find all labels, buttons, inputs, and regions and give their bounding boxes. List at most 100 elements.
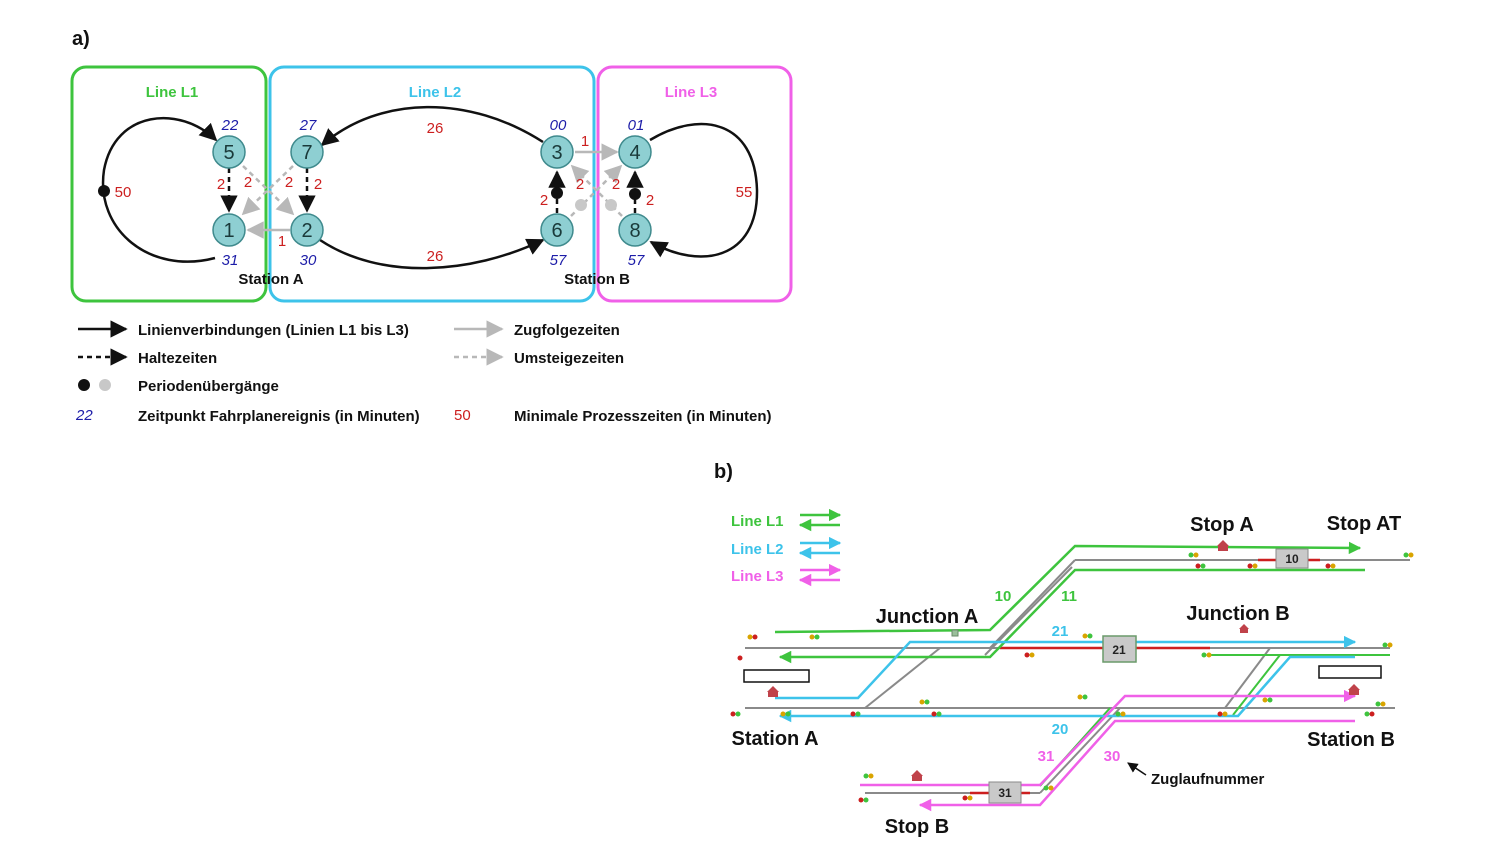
edge-loop-l3: [649, 122, 759, 258]
node-8: 8: [618, 213, 652, 247]
time-node-6: 57: [550, 252, 567, 269]
legend-process-time-sample: 50: [454, 407, 471, 424]
weight-loop-l3: 55: [736, 184, 753, 201]
node-5: 5: [212, 135, 246, 169]
edge-top-l2: [320, 105, 544, 147]
station-a-label: Station A: [238, 271, 303, 288]
annotation-arrow: [1127, 762, 1147, 776]
panel-b: b) Line L1 Line L2 Line L3: [714, 461, 1414, 838]
platform-station-a: [743, 669, 810, 683]
node-1-id: 1: [223, 220, 234, 242]
time-node-7: 27: [299, 117, 317, 134]
weight-headway-2-1: 1: [278, 233, 286, 250]
station-b-label: Station B: [564, 271, 630, 288]
line-l3-box: [596, 65, 793, 303]
node-3-id: 3: [551, 142, 562, 164]
time-node-2: 30: [300, 252, 317, 269]
period-transition-8-4: [629, 188, 641, 200]
transfer-7-1: [241, 165, 294, 216]
line-l3-title: Line L3: [665, 84, 718, 101]
legend-line-connections: Linienverbindungen (Linien L1 bis L3): [138, 322, 409, 339]
block-10: 10: [1275, 548, 1309, 569]
legend-b-line-l3: Line L3: [731, 568, 784, 585]
legend-transfer-times: Umsteigezeiten: [514, 350, 624, 367]
period-transition-8-3: [605, 199, 617, 211]
junction-a-marker: [951, 629, 959, 637]
line-l1-box: [70, 65, 268, 303]
node-7: 7: [290, 135, 324, 169]
weight-transfer-b-right: 2: [612, 176, 620, 193]
weight-transfer-b-left: 2: [576, 176, 584, 193]
time-node-3: 00: [550, 117, 567, 134]
node-4-id: 4: [629, 142, 640, 164]
period-transition-6-3: [551, 187, 563, 199]
block-21: 21: [1102, 635, 1137, 663]
node-8-id: 8: [629, 220, 640, 242]
node-5-id: 5: [223, 142, 234, 164]
weight-dwell-6-3: 2: [540, 192, 548, 209]
weight-transfer-a-left: 2: [244, 174, 252, 191]
legend-b-line-l2: Line L2: [731, 541, 784, 558]
train-number-20: 20: [1052, 721, 1069, 738]
legend-dwell-times: Haltezeiten: [138, 350, 217, 367]
signal-icons: [730, 552, 1414, 803]
route-l1-outbound: [774, 541, 1362, 634]
legend-period-black: [78, 379, 90, 391]
platform-station-b: [1318, 665, 1382, 679]
panel-b-label: b): [714, 461, 733, 483]
train-number-10: 10: [995, 588, 1012, 605]
time-node-4: 01: [628, 117, 645, 134]
legend-event-time-sample: 22: [75, 407, 93, 424]
label-junction-b: Junction B: [1186, 603, 1289, 625]
label-stop-b: Stop B: [885, 816, 949, 838]
node-6: 6: [540, 213, 574, 247]
line-l2-box: [268, 65, 596, 303]
weight-dwell-5-1: 2: [217, 176, 225, 193]
label-stop-a: Stop A: [1190, 514, 1254, 536]
weight-transfer-a-right: 2: [285, 174, 293, 191]
weight-top-l2: 26: [427, 120, 444, 137]
legend-a: Linienverbindungen (Linien L1 bis L3) Ha…: [75, 320, 772, 425]
period-transition-l1: [98, 185, 110, 197]
block-31-label: 31: [998, 786, 1012, 800]
node-4: 4: [618, 135, 652, 169]
block-31: 31: [988, 781, 1022, 804]
route-l2-inbound: [778, 655, 1355, 723]
edge-bottom-l2: [319, 238, 545, 270]
panel-a-label: a): [72, 28, 90, 50]
block-21-label: 21: [1112, 643, 1126, 657]
weight-loop-l1: 50: [115, 184, 132, 201]
train-number-31: 31: [1038, 748, 1055, 765]
legend-headway-times: Zugfolgezeiten: [514, 322, 620, 339]
weight-bottom-l2: 26: [427, 248, 444, 265]
line-l2-title: Line L2: [409, 84, 462, 101]
weight-headway-3-4: 1: [581, 133, 589, 150]
train-number-21: 21: [1052, 623, 1069, 640]
block-10-label: 10: [1285, 552, 1299, 566]
time-node-1: 31: [222, 252, 239, 269]
node-7-id: 7: [301, 142, 312, 164]
legend-event-time: Zeitpunkt Fahrplanereignis (in Minuten): [138, 408, 420, 425]
edge-loop-l1: [101, 116, 218, 263]
node-6-id: 6: [551, 220, 562, 242]
time-node-8: 57: [628, 252, 645, 269]
label-junction-a: Junction A: [876, 606, 979, 628]
route-l3-inbound: [918, 719, 1355, 812]
label-station-a: Station A: [731, 728, 818, 750]
time-node-5: 22: [221, 117, 239, 134]
label-station-b: Station B: [1307, 729, 1395, 751]
weight-dwell-7-2: 2: [314, 176, 322, 193]
train-number-30: 30: [1104, 748, 1121, 765]
route-l1-inbound: [778, 568, 1365, 664]
train-number-11: 11: [1061, 588, 1077, 605]
legend-period-transitions: Periodenübergänge: [138, 378, 279, 395]
period-transition-6-4: [575, 199, 587, 211]
legend-period-grey: [99, 379, 111, 391]
weight-dwell-8-4: 2: [646, 192, 654, 209]
node-1: 1: [212, 213, 246, 247]
legend-process-time: Minimale Prozesszeiten (in Minuten): [514, 408, 772, 425]
track-network: [745, 559, 1410, 794]
legend-b-line-l1: Line L1: [731, 513, 784, 530]
station-house-icon: [767, 540, 1360, 781]
